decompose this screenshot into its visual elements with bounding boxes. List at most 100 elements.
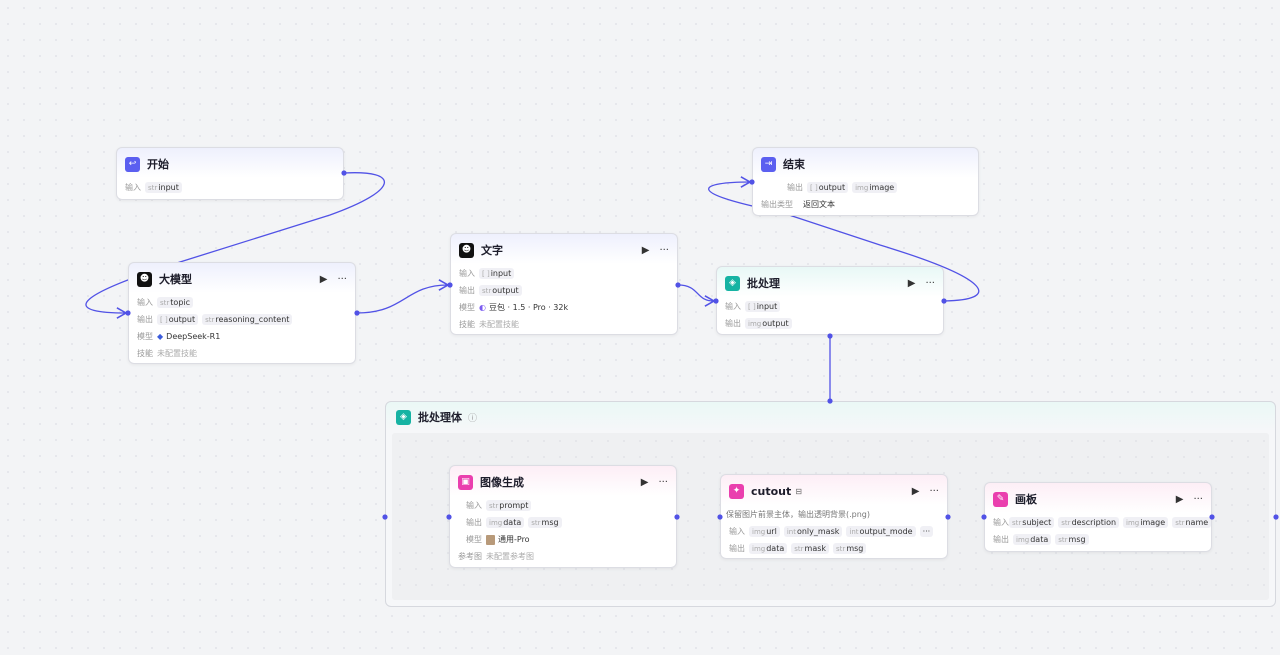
output-label: 输出	[761, 182, 803, 193]
skill-label: 技能	[137, 348, 157, 359]
more-params-button[interactable]: ···	[920, 526, 934, 537]
param-tag: strmask	[791, 543, 829, 554]
more-icon[interactable]: ···	[929, 486, 939, 497]
batch-body-title: 批处理体	[418, 409, 462, 425]
node-batch[interactable]: ◈ 批处理 ▶ ··· 输入[ ]input 输出imgoutput	[716, 266, 944, 335]
param-tag: strmsg	[528, 517, 561, 528]
input-label: 输入	[729, 526, 749, 537]
param-tag: [ ]input	[745, 301, 780, 312]
param-tag: imgoutput	[745, 318, 792, 329]
board-icon: ✎	[993, 492, 1008, 507]
node-image-generation[interactable]: ▣ 图像生成 ▶ ··· 输入strprompt 输出imgdata strmsg 模型…	[449, 465, 677, 568]
param-tag: strinput	[145, 182, 182, 193]
output-label: 输出	[993, 534, 1013, 545]
node-end[interactable]: ⇥ 结束 输出 [ ]output imgimage 输出类型返回文本	[752, 147, 979, 216]
llm-icon: ☻	[459, 243, 474, 258]
output-label: 输出	[729, 543, 749, 554]
output-type-value: 返回文本	[803, 199, 835, 210]
param-tag: imgdata	[486, 517, 524, 528]
run-icon[interactable]: ▶	[908, 278, 916, 289]
output-label: 输出	[725, 318, 745, 329]
skill-label: 技能	[459, 319, 479, 330]
info-icon[interactable]: ⓘ	[468, 411, 477, 424]
cutout-icon: ✦	[729, 484, 744, 499]
param-tag: imgdata	[749, 543, 787, 554]
node-title: 图像生成	[480, 474, 524, 490]
node-start[interactable]: ↩ 开始 输入strinput	[116, 147, 344, 200]
node-title: 结束	[783, 156, 805, 172]
node-title: 批处理	[747, 275, 780, 291]
batch-icon: ◈	[725, 276, 740, 291]
skill-value: 未配置技能	[157, 348, 197, 359]
edge-llm-text[interactable]	[357, 285, 448, 313]
batch-icon: ◈	[396, 410, 411, 425]
model-value: 豆包 · 1.5 · Pro · 32k	[489, 302, 568, 313]
more-icon[interactable]: ···	[337, 274, 347, 285]
param-tag: intoutput_mode	[846, 526, 915, 537]
param-tag: strdescription	[1058, 517, 1119, 528]
param-tag: [ ]output	[807, 182, 848, 193]
input-label: 输入	[725, 301, 745, 312]
param-tag: strsubject	[1009, 517, 1054, 528]
node-title: 大模型	[159, 271, 192, 287]
model-label: 模型	[459, 302, 479, 313]
edge-text-batch[interactable]	[678, 285, 714, 301]
param-tag: imgimage	[852, 182, 897, 193]
more-icon[interactable]: ···	[659, 245, 669, 256]
param-tag: imgdata	[1013, 534, 1051, 545]
deepseek-icon: ◆	[157, 332, 163, 341]
param-tag: strmsg	[1055, 534, 1088, 545]
param-tag: imgimage	[1123, 517, 1168, 528]
node-title: cutout	[751, 485, 791, 498]
param-tag: strmsg	[833, 543, 866, 554]
doubao-icon: ◐	[479, 303, 486, 312]
model-label: 模型	[466, 534, 486, 545]
node-text[interactable]: ☻ 文字 ▶ ··· 输入[ ]input 输出stroutput 模型◐豆包 · 1…	[450, 233, 678, 335]
model-value: 通用-Pro	[498, 534, 530, 545]
output-label: 输出	[459, 285, 479, 296]
node-board[interactable]: ✎ 画板 ▶ ··· 输入strsubject strdescription imgima…	[984, 482, 1212, 552]
input-label: 输入	[125, 182, 145, 193]
run-icon[interactable]: ▶	[641, 477, 649, 488]
param-tag: strprompt	[486, 500, 531, 511]
input-label: 输入	[137, 297, 157, 308]
node-description: 保留图片前景主体，输出透明背景(.png)	[726, 506, 939, 523]
param-tag: stroutput	[479, 285, 522, 296]
node-title: 文字	[481, 242, 503, 258]
image-icon: ▣	[458, 475, 473, 490]
param-tag: strname	[1172, 517, 1211, 528]
param-tag: [ ]output	[157, 314, 198, 325]
end-icon: ⇥	[761, 157, 776, 172]
model-value: DeepSeek-R1	[166, 332, 220, 341]
run-icon[interactable]: ▶	[912, 486, 920, 497]
node-cutout[interactable]: ✦ cutout ⊟ ▶ ··· 保留图片前景主体，输出透明背景(.png) 输入img…	[720, 474, 948, 559]
param-tag: strtopic	[157, 297, 193, 308]
plugin-icon: ⊟	[795, 487, 802, 496]
run-icon[interactable]: ▶	[642, 245, 650, 256]
output-label: 输出	[466, 517, 486, 528]
more-icon[interactable]: ···	[1193, 494, 1203, 505]
input-label: 输入	[993, 517, 1009, 528]
llm-icon: ☻	[137, 272, 152, 287]
reference-label: 参考图	[458, 551, 486, 562]
skill-value: 未配置技能	[479, 319, 519, 330]
run-icon[interactable]: ▶	[1176, 494, 1184, 505]
node-title: 开始	[147, 156, 169, 172]
input-label: 输入	[459, 268, 479, 279]
more-icon[interactable]: ···	[925, 278, 935, 289]
param-tag: imgurl	[749, 526, 780, 537]
param-tag: intonly_mask	[784, 526, 843, 537]
input-label: 输入	[466, 500, 486, 511]
reference-value: 未配置参考图	[486, 551, 534, 562]
node-title: 画板	[1015, 491, 1037, 507]
node-llm[interactable]: ☻ 大模型 ▶ ··· 输入strtopic 输出[ ]output strreason…	[128, 262, 356, 364]
start-icon: ↩	[125, 157, 140, 172]
run-icon[interactable]: ▶	[320, 274, 328, 285]
param-tag: strreasoning_content	[202, 314, 292, 325]
model-label: 模型	[137, 331, 157, 342]
more-icon[interactable]: ···	[658, 477, 668, 488]
param-tag: [ ]input	[479, 268, 514, 279]
output-type-label: 输出类型	[761, 199, 799, 210]
output-label: 输出	[137, 314, 157, 325]
model-avatar-icon	[486, 535, 495, 545]
